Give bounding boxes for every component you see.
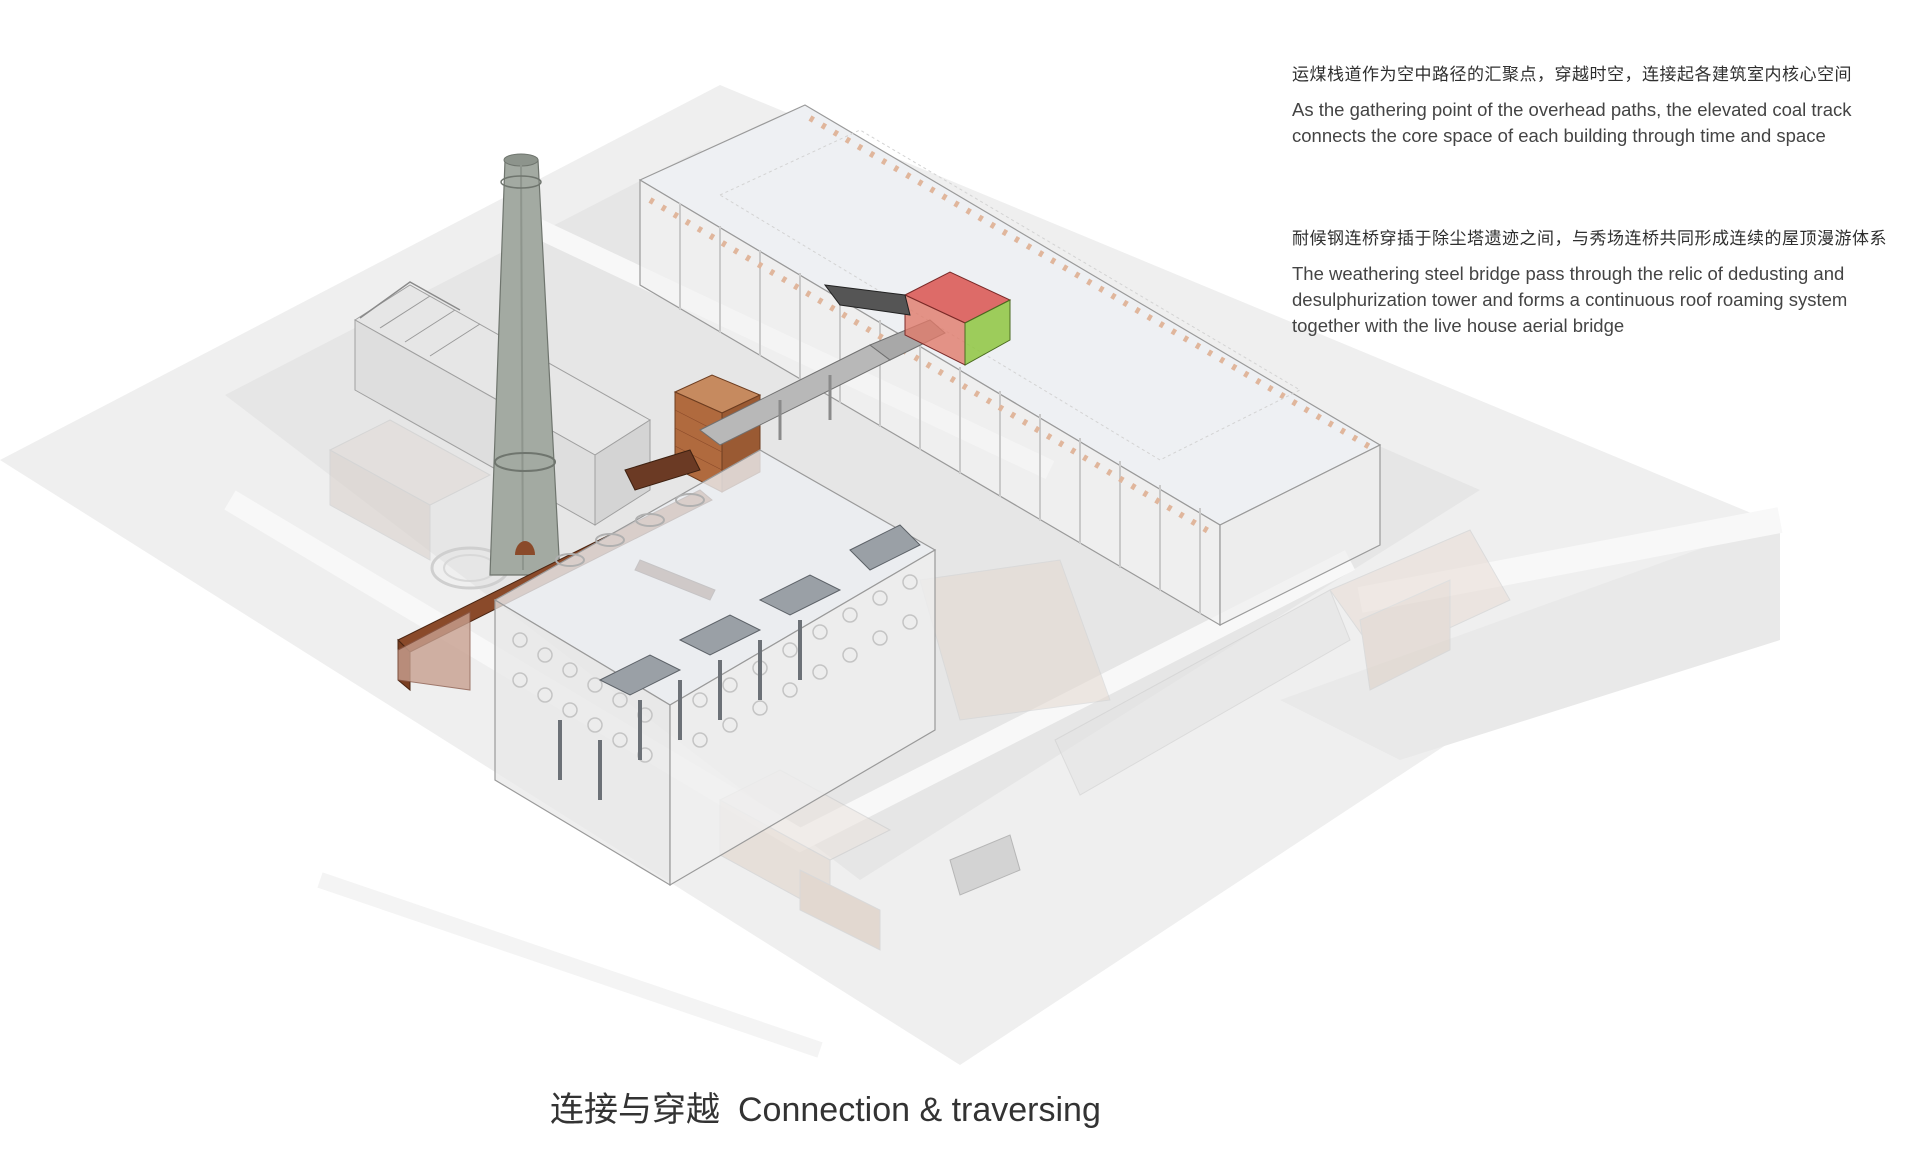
caption-zh: 连接与穿越 [550, 1090, 720, 1130]
coal-track [624, 319, 946, 491]
annotation-steel-bridge: 耐候钢连桥穿插于除尘塔遗迹之间，与秀场连桥共同形成连续的屋顶漫游体系 The w… [1292, 224, 1892, 339]
annotation-en: As the gathering point of the overhead p… [1292, 99, 1852, 146]
annotation-coal-track: 运煤栈道作为空中路径的汇聚点，穿越时空，连接起各建筑室内核心空间 As the … [1292, 60, 1892, 149]
figure-caption: 连接与穿越 Connection & traversing [550, 1082, 1101, 1131]
annotation-zh: 耐候钢连桥穿插于除尘塔遗迹之间，与秀场连桥共同形成连续的屋顶漫游体系 [1292, 229, 1887, 249]
dedusting-tower-volume [493, 449, 937, 887]
caption-en: Connection & traversing [738, 1091, 1101, 1129]
annotation-en: The weathering steel bridge pass through… [1292, 263, 1848, 336]
annotation-zh: 运煤栈道作为空中路径的汇聚点，穿越时空，连接起各建筑室内核心空间 [1292, 65, 1852, 85]
chimney [489, 153, 561, 576]
live-house-bridge-block [823, 271, 1012, 366]
